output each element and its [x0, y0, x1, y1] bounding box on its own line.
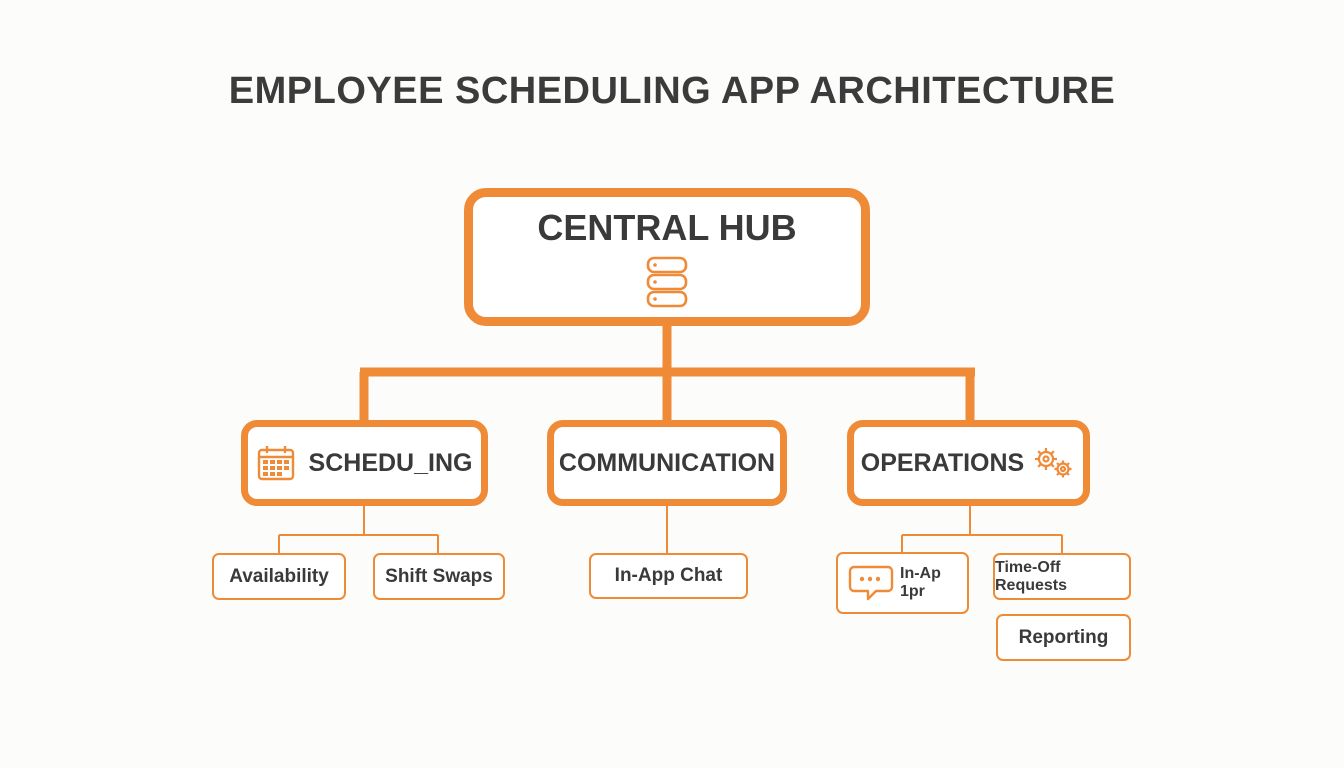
category-scheduling-label: SCHEDU_ING [308, 448, 473, 477]
leaf-in-app-chat: In-App Chat [589, 553, 748, 599]
leaf-time-off-requests: Time-Off Requests [993, 553, 1131, 600]
category-communication-label: COMMUNICATION [558, 448, 776, 477]
gears-icon [1030, 445, 1076, 481]
leaf-availability-label: Availability [229, 565, 329, 587]
category-scheduling: SCHEDU_ING [241, 420, 488, 506]
leaf-availability: Availability [212, 553, 346, 600]
leaf-in-app-ops: In-Ap 1pr [836, 552, 969, 614]
chat-bubble-icon [848, 563, 894, 603]
category-operations-label: OPERATIONS [860, 448, 1025, 477]
leaf-reporting: Reporting [996, 614, 1131, 661]
page-title: EMPLOYEE SCHEDULING APP ARCHITECTURE [228, 70, 1116, 112]
leaf-time-off-requests-label: Time-Off Requests [995, 558, 1068, 594]
leaf-shift-swaps-label: Shift Swaps [385, 565, 493, 587]
central-hub-node: CENTRAL HUB [464, 188, 870, 326]
calendar-icon [257, 445, 295, 481]
leaf-shift-swaps: Shift Swaps [373, 553, 505, 600]
database-icon [645, 255, 689, 314]
central-hub-label: CENTRAL HUB [537, 206, 797, 248]
category-communication: COMMUNICATION [547, 420, 787, 506]
leaf-in-app-ops-label: In-Ap 1pr [900, 565, 941, 600]
leaf-reporting-label: Reporting [1018, 626, 1109, 648]
category-operations: OPERATIONS [847, 420, 1090, 506]
leaf-in-app-chat-label: In-App Chat [614, 565, 723, 586]
